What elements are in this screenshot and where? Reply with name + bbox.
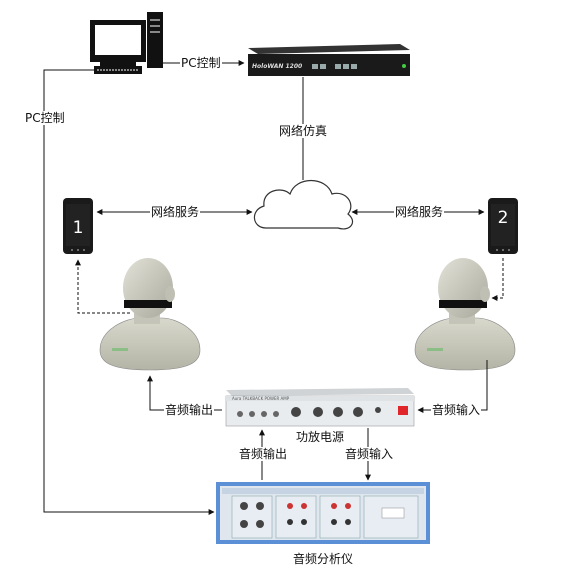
line-pc-analyzer: [43, 69, 215, 515]
label-audio-out-left: 音频输出: [164, 403, 215, 417]
label-net-service-left: 网络服务: [150, 205, 201, 219]
phone-2-icon: 2: [488, 198, 518, 254]
label-audio-in-right: 音频输入: [431, 403, 482, 417]
pc-computer-icon: [90, 12, 163, 74]
line-head1-phone1: [75, 259, 130, 314]
audio-analyzer: [216, 482, 430, 544]
amp-label: Aura TALKBACK POWER AMP: [232, 396, 290, 401]
label-audio-out-mid: 音频输出: [238, 447, 289, 461]
label-pc-control-top: PC控制: [180, 56, 222, 70]
label-audio-in-mid: 音频输入: [344, 447, 395, 461]
label-analyzer: 音频分析仪: [292, 552, 355, 566]
head-simulator-left: [99, 258, 201, 371]
holowan-label: HoloWAN 1200: [252, 63, 302, 70]
line-phone2-head2: [491, 258, 504, 301]
label-amp-power: 功放电源: [295, 430, 346, 444]
power-amplifier: Aura TALKBACK POWER AMP: [225, 388, 415, 427]
holowan-device: HoloWAN 1200: [248, 44, 410, 76]
head-simulator-right: [414, 258, 516, 371]
label-pc-control-left: PC控制: [24, 111, 66, 125]
label-network-sim: 网络仿真: [278, 124, 329, 138]
phone-1-icon: 1: [63, 198, 93, 254]
phone-2-number: 2: [498, 208, 509, 228]
network-cloud-icon: [253, 180, 353, 230]
phone-1-number: 1: [73, 218, 84, 238]
connection-lines: [43, 60, 504, 515]
label-net-service-right: 网络服务: [394, 205, 445, 219]
